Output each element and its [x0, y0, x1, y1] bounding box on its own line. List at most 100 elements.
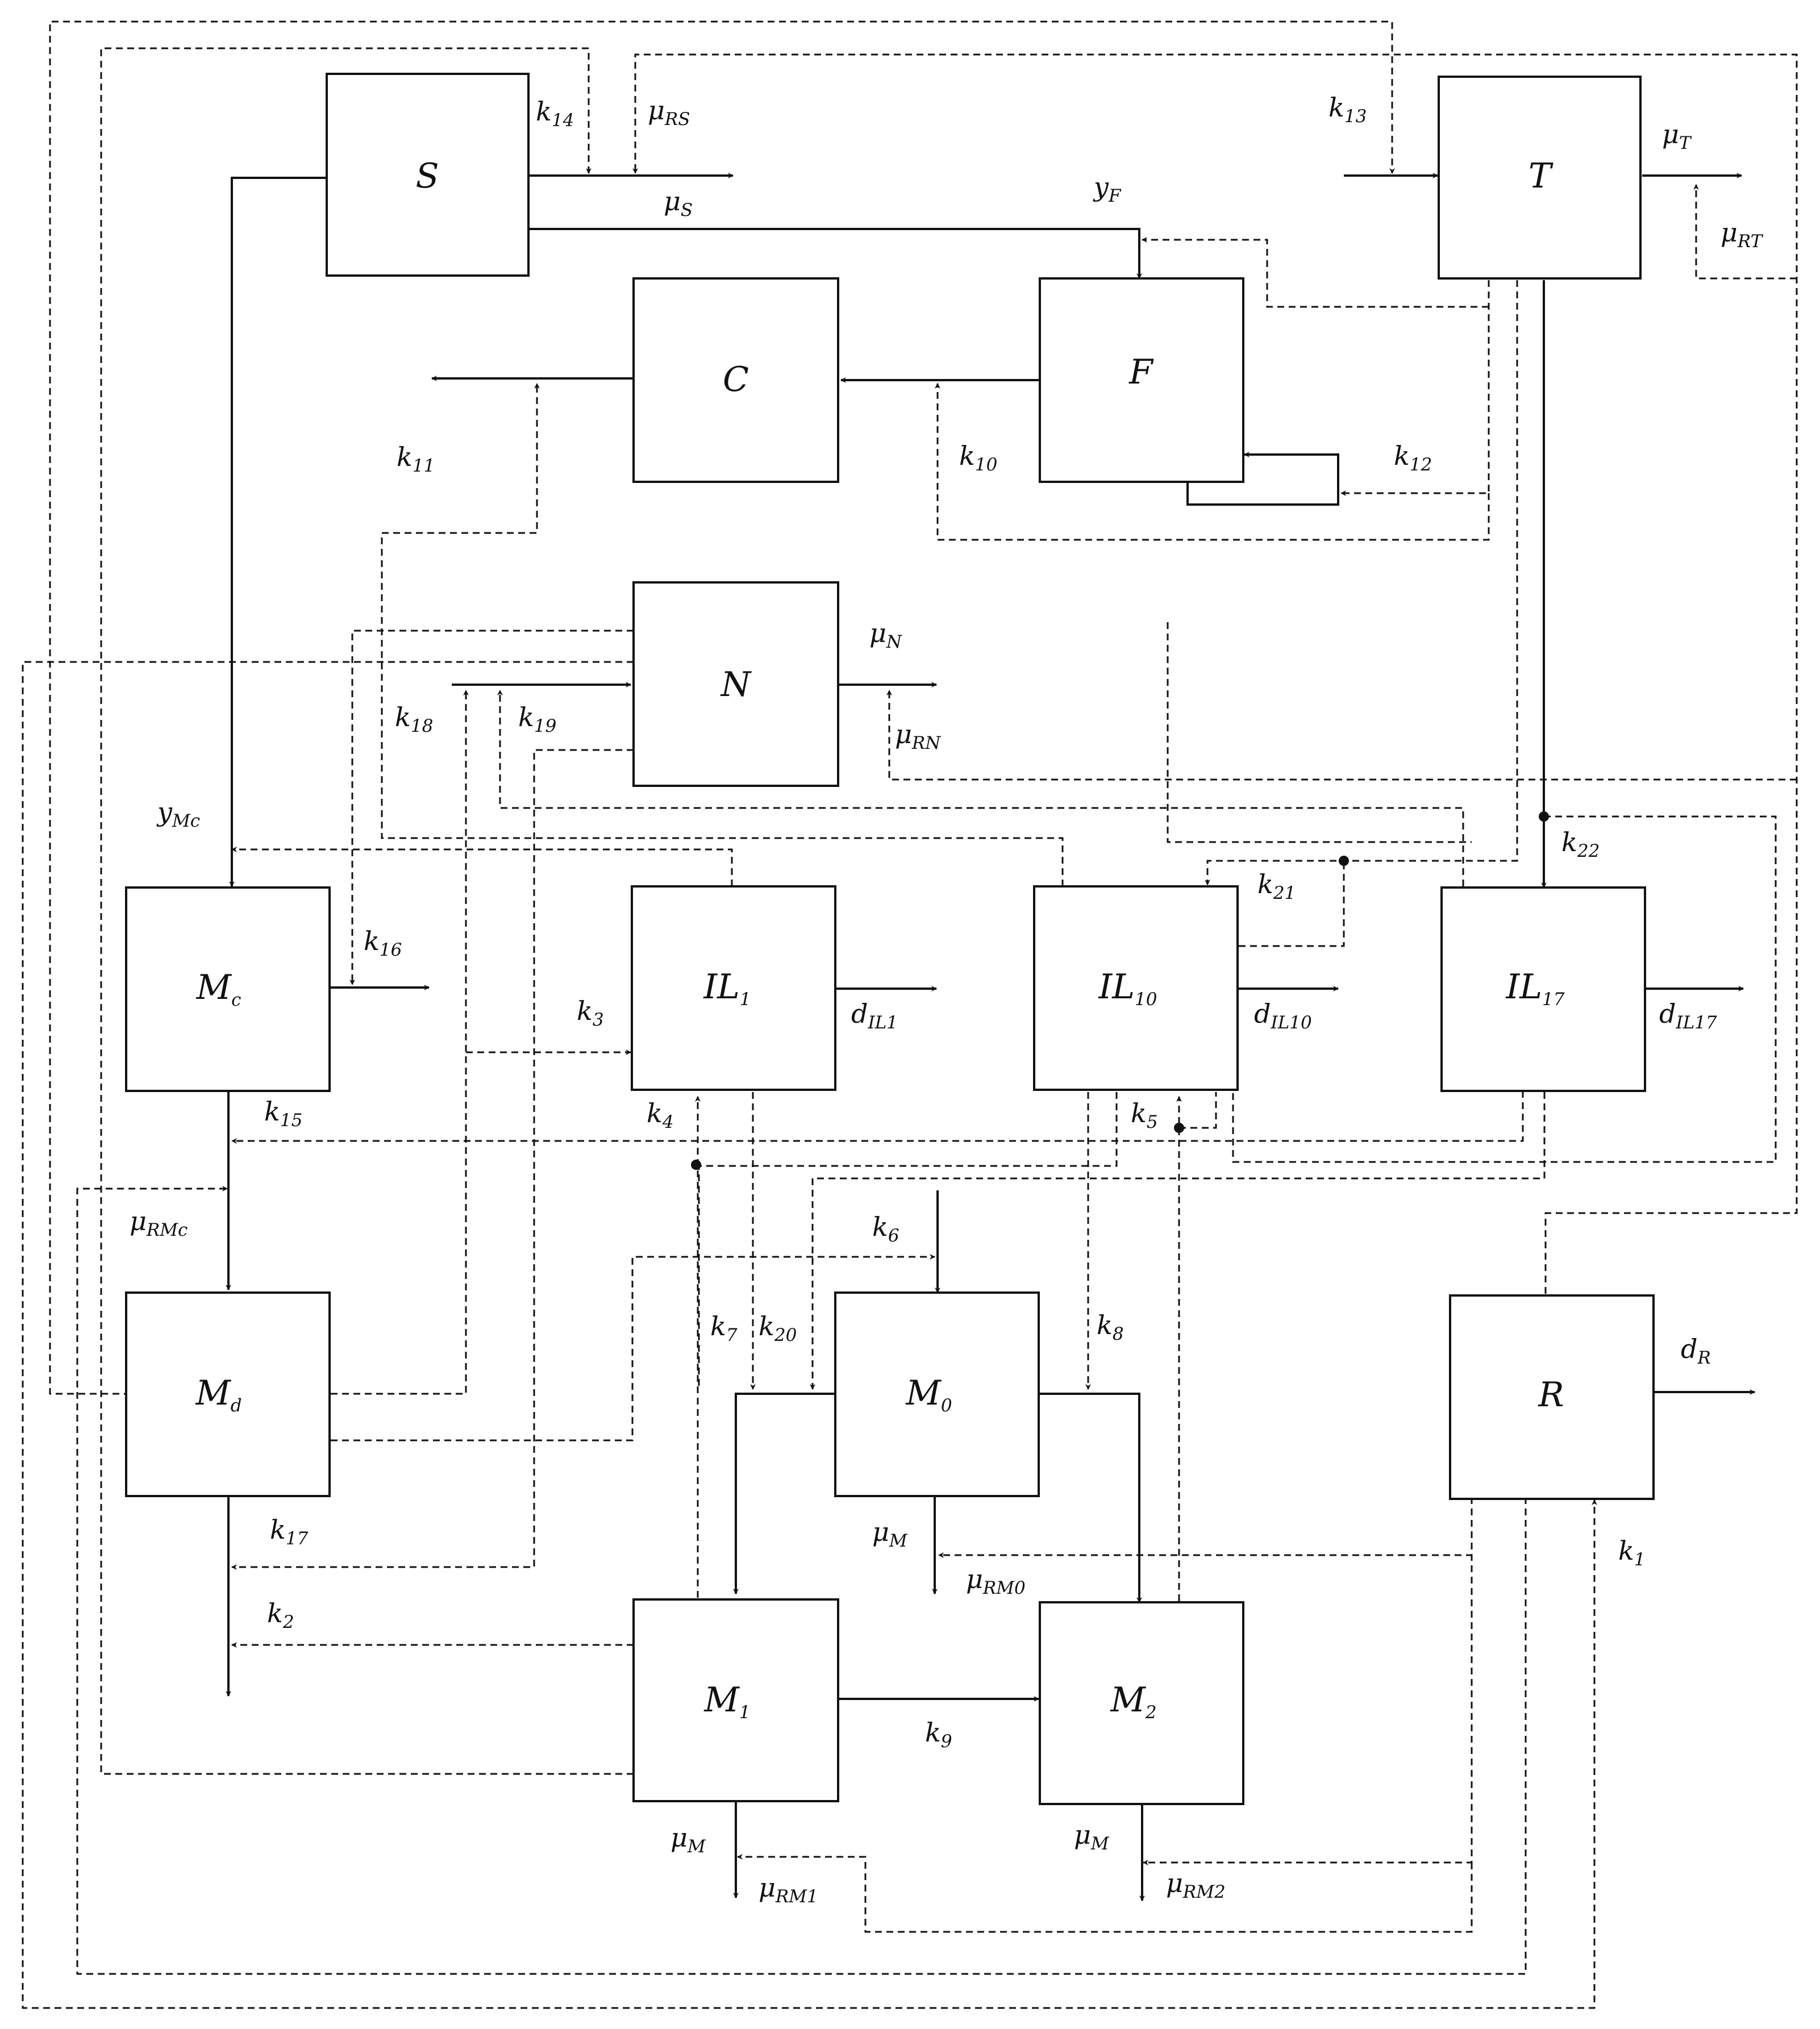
label-mum-2: μM — [1074, 1819, 1110, 1854]
dash-il1-to-ymc — [231, 847, 733, 886]
edge-m0-to-m1 — [733, 1393, 835, 1594]
junction-dot-k21 — [1339, 856, 1349, 866]
edge-s-to-f — [528, 228, 1142, 279]
node-md-label: Md — [195, 1373, 241, 1416]
label-k3: k3 — [577, 995, 604, 1030]
node-il17: IL17 — [1440, 886, 1646, 1092]
node-il17-label: IL17 — [1506, 967, 1565, 1010]
node-il10-label: IL10 — [1098, 967, 1157, 1010]
label-mun: μN — [869, 618, 903, 652]
label-mum-1: μM — [670, 1822, 706, 1857]
node-t-label: T — [1529, 156, 1554, 196]
label-mus: μS — [664, 186, 693, 220]
label-k21: k21 — [1257, 869, 1296, 903]
label-k8: k8 — [1097, 1310, 1124, 1344]
label-k12: k12 — [1394, 440, 1432, 475]
dash-il17-to-k19 — [497, 690, 1464, 886]
label-murt: μRT — [1721, 217, 1764, 252]
dash-to-yf — [1142, 237, 1489, 308]
node-c: C — [632, 277, 839, 483]
label-k22: k22 — [1561, 827, 1600, 861]
dash-il10-to-k20 — [698, 1092, 1118, 1389]
label-k17: k17 — [270, 1514, 309, 1549]
edge-s-to-mc — [229, 177, 327, 887]
dash-md-to-k6 — [331, 1254, 935, 1441]
node-m0-label: M0 — [905, 1373, 952, 1416]
label-k20: k20 — [759, 1311, 797, 1345]
label-k2: k2 — [267, 1598, 294, 1632]
node-r-label: R — [1538, 1375, 1564, 1415]
node-il1-label: IL1 — [703, 967, 751, 1010]
node-m0: M0 — [834, 1291, 1040, 1497]
node-s-label: S — [415, 156, 439, 196]
label-k5: k5 — [1131, 1098, 1158, 1132]
dash-to-murt — [1693, 184, 1797, 280]
label-dil10: dIL10 — [1254, 998, 1312, 1033]
dash-n-to-r — [22, 661, 1597, 2009]
dash-md-to-t — [49, 20, 1395, 1395]
label-k18: k18 — [395, 702, 433, 736]
label-mut: μT — [1662, 119, 1692, 153]
dash-il10-top — [1167, 622, 1472, 843]
edge-labels: k14 μRS μS yF k13 μT μRT k11 k10 k12 μN … — [130, 92, 1764, 1907]
dash-r-to-murm1 — [737, 1854, 1473, 1933]
label-murn: μRN — [895, 719, 942, 753]
label-k15: k15 — [264, 1096, 302, 1131]
dash-n-to-k16 — [349, 630, 634, 985]
label-k10: k10 — [959, 440, 997, 475]
node-m2: M2 — [1039, 1601, 1244, 1805]
node-r: R — [1449, 1294, 1655, 1500]
dashed-connections — [22, 20, 1798, 2009]
dash-t-to-k10 — [935, 383, 1490, 541]
label-murmc: μRMc — [130, 1206, 188, 1240]
label-k4: k4 — [647, 1098, 674, 1132]
node-il1: IL1 — [631, 885, 836, 1091]
node-s: S — [326, 73, 530, 277]
dash-il17-to-k20 — [810, 1092, 1546, 1390]
label-k6: k6 — [872, 1211, 899, 1246]
label-dil1: dIL1 — [851, 998, 898, 1033]
label-k9: k9 — [925, 1717, 952, 1752]
node-m2-label: M2 — [1110, 1680, 1156, 1723]
label-k1: k1 — [1618, 1535, 1646, 1570]
label-dil17: dIL17 — [1659, 998, 1717, 1033]
node-il10: IL10 — [1033, 885, 1239, 1091]
label-ymc: yMc — [156, 797, 200, 831]
label-k13: k13 — [1328, 92, 1367, 127]
dash-to-murn — [886, 690, 1797, 781]
node-t: T — [1438, 76, 1642, 280]
label-yf: yF — [1093, 172, 1122, 206]
label-k19: k19 — [518, 702, 556, 736]
node-m1: M1 — [632, 1598, 839, 1802]
node-boxes: S T C F N Mc IL1 IL10 IL17 Md M0 R M1 M2 — [125, 73, 1655, 1805]
dash-r-to-murs — [632, 53, 1798, 1294]
dash-il10-self — [1239, 861, 1345, 947]
node-n: N — [632, 581, 839, 787]
label-murs: μRS — [648, 95, 690, 130]
node-c-label: C — [723, 360, 749, 399]
label-mum-0: μM — [872, 1516, 908, 1551]
dash-t-to-k12 — [1340, 280, 1490, 496]
edge-m0-to-m2 — [1037, 1393, 1142, 1603]
node-mc: Mc — [125, 886, 331, 1092]
node-f: F — [1039, 277, 1244, 483]
junction-dot-k4 — [691, 1160, 701, 1170]
dash-il17-to-k15 — [231, 1091, 1524, 1144]
node-n-label: N — [720, 665, 752, 705]
label-murm1: μRM1 — [759, 1872, 818, 1907]
dash-r-to-murm0 — [938, 1497, 1473, 1558]
dash-t-to-il10 — [1205, 280, 1518, 885]
dash-md-to-k18 — [331, 690, 469, 1395]
label-murm2: μRM2 — [1166, 1868, 1226, 1902]
label-k11: k11 — [397, 441, 435, 476]
node-md: Md — [125, 1291, 331, 1497]
node-m1-label: M1 — [703, 1680, 750, 1723]
dash-n-to-k17 — [231, 749, 634, 1570]
edge-f-self-loop — [1186, 452, 1339, 506]
dash-il17-loop — [1232, 815, 1777, 1163]
dash-k5-loop — [1179, 1092, 1217, 1129]
label-k16: k16 — [364, 926, 402, 960]
label-murm0: μRM0 — [966, 1564, 1026, 1598]
